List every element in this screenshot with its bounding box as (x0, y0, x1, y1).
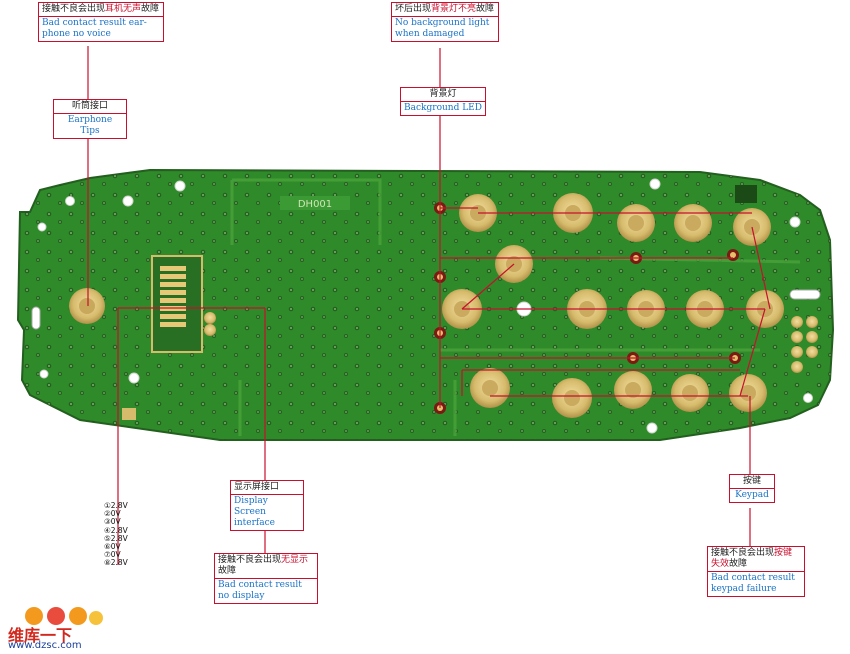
backlight-fault-cn-a: 坏后出现 (395, 4, 432, 14)
earphone-tips-callout: 听筒接口 Earphone Tips (53, 99, 127, 139)
pin-voltage: ④2.8V (104, 525, 128, 535)
pin-voltage-list: ①2.8V ②0V ③0V ④2.8V ⑤2.8V ⑥0V ⑦0V ⑧2.8V (104, 501, 128, 568)
display-fault-callout: 接触不良会出现无显示故障 Bad contact result no displ… (214, 553, 318, 604)
backlight-fault-cn-b: 背景灯不亮 (431, 4, 477, 14)
earphone-fault-callout: 接触不良会出现耳机无声故障 Bad contact result ear-pho… (38, 2, 164, 42)
earphone-fault-cn-c: 故障 (141, 4, 160, 14)
background-led-en: Background LED (401, 101, 485, 115)
earphone-tips-en: Earphone Tips (54, 113, 126, 138)
pin-voltage: ⑦0V (104, 550, 121, 560)
display-interface-en: Display Screen interface (231, 494, 303, 530)
background-led-callout: 背景灯 Background LED (400, 87, 486, 116)
earphone-tips-cn: 听筒接口 (71, 101, 108, 111)
logo-mascot-icon (25, 607, 103, 625)
pin-voltage: ⑥0V (104, 542, 121, 552)
keypad-callout: 按键 Keypad (729, 474, 775, 503)
display-fault-cn-a: 接触不良会出现 (218, 555, 282, 565)
backlight-fault-callout: 坏后出现背景灯不亮故障 No background light when dam… (391, 2, 499, 42)
display-interface-callout: 显示屏接口 Display Screen interface (230, 480, 304, 531)
site-logo: 维库一下 www.dzsc.com (4, 604, 114, 652)
display-interface-cn: 显示屏接口 (234, 482, 280, 492)
pin-voltage: ②0V (104, 509, 121, 519)
display-fault-en: Bad contact result no display (215, 578, 317, 603)
pin-voltage: ③0V (104, 517, 121, 527)
keypad-en: Keypad (730, 488, 774, 502)
annotation-lines (87, 46, 771, 565)
earphone-fault-cn-a: 接触不良会出现 (42, 4, 106, 14)
keypad-fault-cn-c: 故障 (729, 559, 748, 569)
backlight-fault-cn-c: 故障 (476, 4, 495, 14)
pin-voltage: ①2.8V (104, 501, 128, 510)
board-label: DH001 (298, 199, 332, 210)
logo-url: www.dzsc.com (8, 640, 82, 651)
background-led-cn: 背景灯 (429, 89, 457, 99)
keypad-fault-en: Bad contact result keypad failure (708, 571, 804, 596)
keypad-fault-cn-b: 按键失效 (711, 548, 793, 569)
keypad-fault-cn-a: 接触不良会出现 (711, 548, 775, 558)
earphone-fault-en: Bad contact result ear-phone no voice (39, 16, 163, 41)
backlight-fault-en: No background light when damaged (392, 16, 498, 41)
logo-name: 维库一下 (8, 626, 73, 645)
keypad-fault-callout: 接触不良会出现按键失效故障 Bad contact result keypad … (707, 546, 805, 597)
pin-voltage: ⑤2.8V (104, 533, 128, 543)
display-fault-cn-c: 故障 (218, 566, 237, 576)
keypad-cn: 按键 (742, 476, 761, 486)
earphone-fault-cn-b: 耳机无声 (105, 4, 142, 14)
display-fault-cn-b: 无显示 (281, 555, 309, 565)
pin-voltage: ⑧2.8V (104, 558, 128, 568)
